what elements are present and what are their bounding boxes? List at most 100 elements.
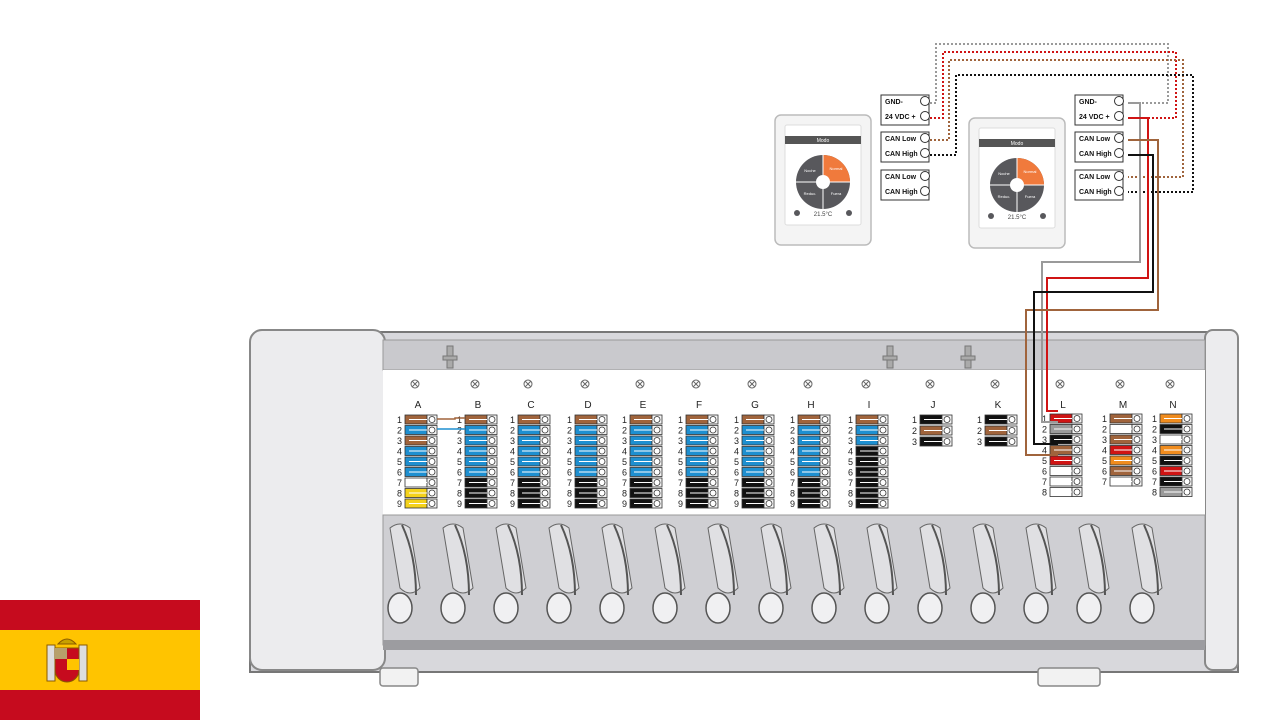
terminal-screw-icon[interactable] (1114, 148, 1124, 158)
terminal-slot[interactable]: 8 (622, 488, 663, 499)
terminal-slot[interactable]: 4 (678, 446, 719, 457)
terminal-screw-icon[interactable] (1114, 96, 1124, 106)
terminal-slot[interactable]: 4 (1152, 445, 1193, 456)
terminal-slot[interactable]: 1 (510, 414, 551, 425)
terminal-slot[interactable]: 8 (457, 488, 498, 499)
terminal-slot[interactable]: 3 (457, 435, 498, 446)
terminal-slot[interactable]: 6 (734, 467, 775, 478)
terminal-slot[interactable]: 6 (678, 467, 719, 478)
terminal-slot[interactable]: 2 (510, 425, 551, 436)
terminal-slot[interactable]: 2 (848, 425, 889, 436)
terminal-screw-icon[interactable] (920, 96, 930, 106)
terminal-slot[interactable]: 8 (734, 488, 775, 499)
terminal-slot[interactable]: 5 (790, 456, 831, 467)
terminal-slot[interactable]: 5 (457, 456, 498, 467)
terminal-slot[interactable]: 7 (622, 477, 663, 488)
terminal-slot[interactable]: 3 (678, 435, 719, 446)
terminal-slot[interactable]: 2 (678, 425, 719, 436)
terminal-slot[interactable]: 6 (848, 467, 889, 478)
terminal-slot[interactable]: 4 (397, 446, 438, 457)
terminal-slot[interactable]: 3 (977, 436, 1018, 447)
terminal-slot[interactable]: 5 (1152, 455, 1193, 466)
terminal-slot[interactable]: 4 (1102, 445, 1143, 456)
terminal-slot[interactable]: 3 (848, 435, 889, 446)
terminal-slot[interactable]: 4 (622, 446, 663, 457)
terminal-slot[interactable]: 8 (1042, 487, 1083, 498)
terminal-slot[interactable]: 1 (678, 414, 719, 425)
terminal-slot[interactable]: 4 (848, 446, 889, 457)
terminal-slot[interactable]: 1 (1042, 413, 1083, 424)
terminal-slot[interactable]: 4 (1042, 445, 1083, 456)
terminal-screw-icon[interactable] (920, 133, 930, 143)
terminal-slot[interactable]: 7 (1042, 476, 1083, 487)
terminal-slot[interactable]: 4 (734, 446, 775, 457)
terminal-slot[interactable]: 1 (567, 414, 608, 425)
terminal-slot[interactable]: 1 (734, 414, 775, 425)
terminal-slot[interactable]: 9 (622, 498, 663, 509)
terminal-slot[interactable]: 3 (397, 435, 438, 446)
terminal-slot[interactable]: 3 (1042, 434, 1083, 445)
terminal-screw-icon[interactable] (1114, 171, 1124, 181)
terminal-slot[interactable]: 7 (848, 477, 889, 488)
terminal-slot[interactable]: 8 (397, 488, 438, 499)
terminal-slot[interactable]: 2 (1042, 424, 1083, 435)
terminal-slot[interactable]: 1 (977, 414, 1018, 425)
terminal-slot[interactable]: 7 (790, 477, 831, 488)
terminal-slot[interactable]: 3 (567, 435, 608, 446)
terminal-slot[interactable]: 9 (510, 498, 551, 509)
terminal-slot[interactable]: 8 (678, 488, 719, 499)
terminal-slot[interactable]: 7 (457, 477, 498, 488)
terminal-slot[interactable]: 1 (912, 414, 953, 425)
terminal-slot[interactable]: 3 (912, 436, 953, 447)
terminal-slot[interactable]: 7 (734, 477, 775, 488)
terminal-screw-icon[interactable] (920, 186, 930, 196)
terminal-slot[interactable]: 6 (567, 467, 608, 478)
terminal-slot[interactable]: 6 (790, 467, 831, 478)
terminal-screw-icon[interactable] (1114, 133, 1124, 143)
terminal-slot[interactable]: 2 (1152, 424, 1193, 435)
terminal-slot[interactable]: 8 (1152, 487, 1193, 498)
terminal-slot[interactable]: 5 (622, 456, 663, 467)
terminal-slot[interactable]: 1 (457, 414, 498, 425)
terminal-screw-icon[interactable] (1114, 111, 1124, 121)
terminal-slot[interactable]: 2 (977, 425, 1018, 436)
terminal-slot[interactable]: 3 (622, 435, 663, 446)
terminal-slot[interactable]: 7 (397, 477, 438, 488)
terminal-slot[interactable]: 6 (1152, 466, 1193, 477)
terminal-slot[interactable]: 5 (678, 456, 719, 467)
terminal-slot[interactable]: 6 (1102, 466, 1143, 477)
terminal-slot[interactable]: 8 (848, 488, 889, 499)
terminal-slot[interactable]: 2 (734, 425, 775, 436)
terminal-slot[interactable]: 6 (397, 467, 438, 478)
terminal-slot[interactable]: 4 (457, 446, 498, 457)
terminal-slot[interactable]: 1 (790, 414, 831, 425)
terminal-slot[interactable]: 5 (510, 456, 551, 467)
terminal-slot[interactable]: 1 (848, 414, 889, 425)
terminal-screw-icon[interactable] (1114, 186, 1124, 196)
terminal-slot[interactable]: 5 (1042, 455, 1083, 466)
terminal-slot[interactable]: 7 (1102, 476, 1143, 487)
terminal-slot[interactable]: 7 (678, 477, 719, 488)
terminal-slot[interactable]: 2 (1102, 424, 1143, 435)
terminal-slot[interactable]: 3 (790, 435, 831, 446)
terminal-slot[interactable]: 9 (397, 498, 438, 509)
terminal-slot[interactable]: 5 (848, 456, 889, 467)
terminal-slot[interactable]: 2 (912, 425, 953, 436)
terminal-slot[interactable]: 3 (1102, 434, 1143, 445)
terminal-slot[interactable]: 8 (790, 488, 831, 499)
terminal-slot[interactable]: 9 (790, 498, 831, 509)
terminal-slot[interactable]: 6 (510, 467, 551, 478)
terminal-slot[interactable]: 5 (397, 456, 438, 467)
terminal-slot[interactable]: 1 (1152, 413, 1193, 424)
terminal-slot[interactable]: 7 (510, 477, 551, 488)
terminal-slot[interactable]: 2 (622, 425, 663, 436)
terminal-slot[interactable]: 1 (1102, 413, 1143, 424)
terminal-slot[interactable]: 1 (622, 414, 663, 425)
terminal-slot[interactable]: 8 (567, 488, 608, 499)
terminal-slot[interactable]: 9 (567, 498, 608, 509)
terminal-slot[interactable]: 3 (1152, 434, 1193, 445)
terminal-slot[interactable]: 9 (848, 498, 889, 509)
terminal-slot[interactable]: 2 (567, 425, 608, 436)
terminal-slot[interactable]: 5 (734, 456, 775, 467)
terminal-slot[interactable]: 3 (734, 435, 775, 446)
